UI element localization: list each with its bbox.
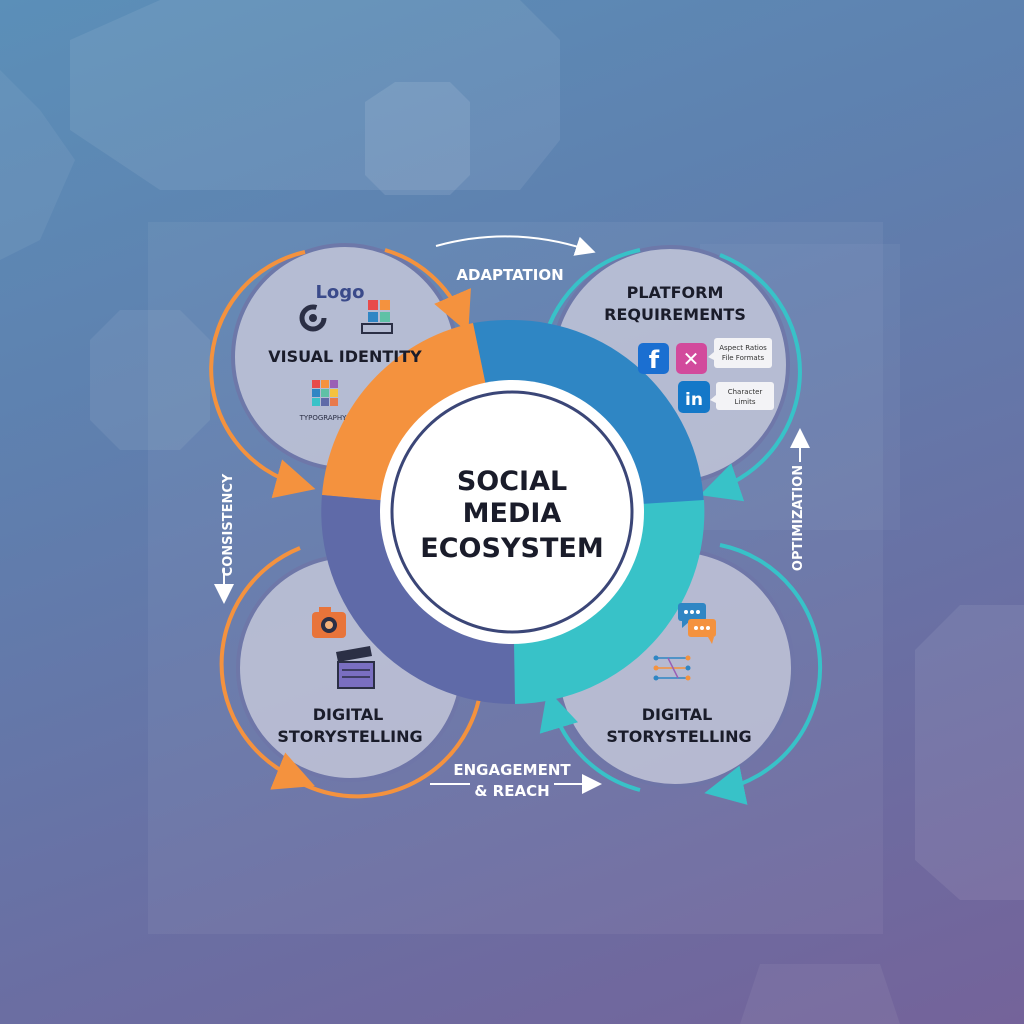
linkedin-icon: in <box>678 381 710 413</box>
adaptation-arrow <box>435 235 596 256</box>
x-social-icon: ✕ <box>676 343 707 374</box>
storytelling-left-line1: DIGITAL <box>313 705 384 724</box>
flow-engagement-line2: & REACH <box>474 782 549 800</box>
flow-optimization: OPTIMIZATION <box>791 465 806 571</box>
platform-title-line1: PLATFORM <box>627 283 724 302</box>
center-title-line3: ECOSYSTEM <box>420 533 603 564</box>
storytelling-left-line2: STORYSTELLING <box>277 727 422 746</box>
character-limit-bubble: Character Limits <box>710 382 774 410</box>
typography-caption: TYPOGRAPHY <box>299 414 348 422</box>
logo-mark-icon <box>299 304 327 332</box>
bubble2-line1: Character <box>728 388 763 396</box>
facebook-icon: f <box>638 343 669 374</box>
x-glyph: ✕ <box>683 347 700 371</box>
storytelling-right-line1: DIGITAL <box>642 705 713 724</box>
platform-title-line2: REQUIREMENTS <box>604 305 746 324</box>
storytelling-right-line2: STORYSTELLING <box>606 727 751 746</box>
center-title-line1: SOCIAL <box>457 466 567 497</box>
network-graph-icon <box>653 655 691 681</box>
camera-icon <box>312 607 346 638</box>
typography-grid-icon <box>312 380 338 406</box>
facebook-glyph: f <box>649 346 660 374</box>
bubble1-line2: File Formats <box>722 354 765 362</box>
logo-text: Logo <box>315 282 364 303</box>
bubble1-line1: Aspect Ratios <box>719 344 767 352</box>
flow-engagement-line1: ENGAGEMENT <box>453 761 571 779</box>
bubble2-line2: Limits <box>735 398 756 406</box>
visual-identity-title: VISUAL IDENTITY <box>268 347 422 366</box>
clapperboard-icon <box>336 646 375 689</box>
linkedin-glyph: in <box>685 390 703 410</box>
flow-consistency: CONSISTENCY <box>221 473 236 576</box>
aspect-ratio-bubble: Aspect Ratios File Formats <box>708 338 772 368</box>
central-ring <box>321 319 705 705</box>
center-title-line2: MEDIA <box>463 498 562 529</box>
flow-adaptation: ADAPTATION <box>456 266 563 284</box>
chat-bubbles-icon <box>678 603 716 644</box>
color-palette-icon <box>361 300 393 334</box>
